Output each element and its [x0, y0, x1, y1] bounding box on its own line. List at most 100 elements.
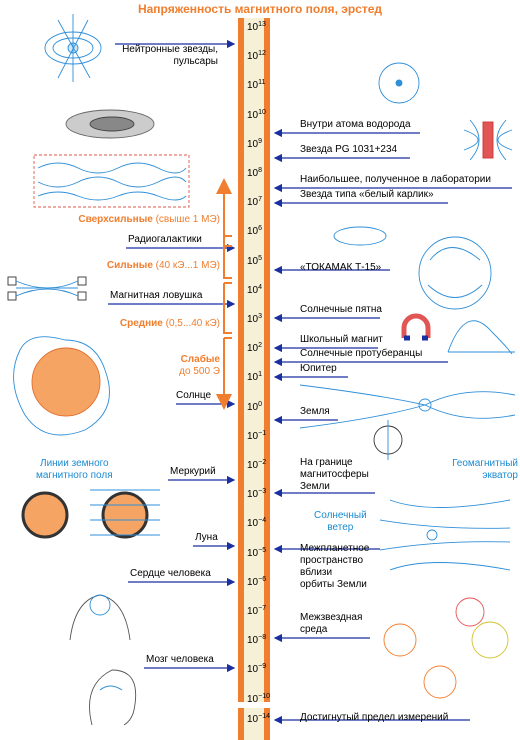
label-earth-lines-1: Линии земного: [40, 458, 109, 469]
earth-field-lines-sketch: [21, 489, 160, 539]
tick-exponent: 13: [258, 21, 266, 28]
tick-base: 10: [247, 664, 259, 676]
label-interplanetary-1: Межпланетное: [300, 543, 370, 554]
category-weak-range: до 500 Э: [179, 366, 220, 377]
label-magnetic-trap: Магнитная ловушка: [110, 290, 203, 301]
tick-label: 1010: [247, 109, 266, 122]
category-strong-name: Сильные: [106, 260, 153, 271]
label-interstellar-2: среда: [300, 624, 328, 635]
label-magnetosphere: На границе магнитосферы Земли: [300, 457, 369, 493]
label-earth: Земля: [300, 406, 330, 417]
category-weak-name: Слабые: [180, 354, 220, 365]
tick-exponent: −6: [258, 575, 267, 583]
tick-base: 10: [247, 80, 259, 92]
solar-wind-sketch: [379, 499, 511, 571]
label-limit: Достигнутый предел измерений: [300, 712, 449, 723]
label-moon: Луна: [195, 532, 218, 543]
tick-base: 10: [247, 255, 259, 267]
chart-title: Напряженность магнитного поля, эрстед: [137, 2, 383, 16]
label-interplanetary-4: орбиты Земли: [300, 579, 367, 590]
earth-magnetosphere-sketch: [299, 384, 516, 460]
tick-label: 1011: [247, 79, 266, 92]
tick-base: 10: [247, 693, 259, 705]
tick-label: 109: [247, 137, 263, 151]
tick-exponent: 12: [258, 50, 266, 58]
tick-base: 10: [247, 460, 259, 471]
label-interplanetary-2: пространство: [300, 555, 364, 566]
medium-bracket: [223, 282, 232, 334]
category-medium-name: Средние: [119, 318, 163, 329]
tick-label: 10−7: [247, 605, 266, 618]
tick-label: 10−10: [247, 692, 270, 706]
tick-exponent: 6: [258, 225, 263, 233]
tick-exponent: 7: [258, 196, 263, 204]
label-neutron: Нейтронные звезды, пульсары: [110, 44, 218, 68]
tick-exponent: 8: [258, 167, 263, 174]
tick-exponent: −8: [258, 634, 267, 642]
interstellar-sketch: [383, 597, 509, 699]
category-brackets: [223, 178, 232, 406]
tick-label: 102: [247, 342, 262, 355]
tick-label: 1013: [247, 21, 266, 34]
label-star-pg: Звезда PG 1031+234: [300, 144, 398, 155]
tick-exponent: −10: [258, 692, 270, 700]
tick-exponent: 1: [258, 371, 263, 379]
tick-base: 10: [247, 138, 259, 150]
label-earth-lines: Линии земного магнитного поля: [36, 458, 113, 482]
label-white-dwarf: Звезда типа «белый карлик»: [300, 189, 434, 200]
label-jupiter: Юпитер: [300, 363, 337, 374]
tick-exponent: −5: [258, 546, 267, 554]
tick-label: 1012: [247, 50, 266, 63]
category-superstrong-range: (свыше 1 МЭ): [152, 214, 220, 225]
label-radiogalaxies: Радиогалактики: [128, 234, 202, 245]
tick-exponent: −14: [258, 713, 270, 720]
category-weak: Слабые до 500 Э: [120, 354, 220, 378]
tick-base: 10: [247, 314, 259, 325]
tick-label: 10−2: [247, 459, 266, 472]
prominence-sketch: [447, 320, 515, 355]
tick-base: 10: [247, 284, 259, 296]
tick-label: 108: [247, 167, 263, 180]
label-lab-max: Наибольшее, полученное в лаборатории: [300, 174, 491, 185]
tick-base: 10: [247, 226, 259, 238]
label-magnetosphere-3: Земли: [300, 481, 330, 492]
neutron-star-sketch: [44, 14, 102, 82]
tick-base: 10: [247, 547, 259, 559]
tick-base: 10: [247, 22, 259, 33]
horseshoe-magnet-sketch: [401, 313, 431, 341]
tick-base: 10: [247, 714, 259, 725]
tick-exponent: 11: [258, 79, 266, 87]
tick-label: 10−5: [247, 546, 267, 560]
label-solar-wind-2: ветер: [327, 522, 354, 533]
label-sunspots: Солнечные пятна: [300, 304, 382, 315]
label-interstellar: Межзвездная среда: [300, 612, 362, 636]
tick-label: 106: [247, 225, 263, 238]
tick-base: 10: [247, 401, 259, 413]
tick-exponent: 9: [258, 137, 263, 145]
tick-label: 10−8: [247, 634, 267, 647]
star-field-sketch: [463, 119, 513, 161]
label-interstellar-1: Межзвездная: [300, 612, 363, 623]
tick-label-bottom: 10−14: [247, 713, 270, 726]
tick-base: 10: [247, 430, 259, 442]
label-brain: Мозг человека: [146, 654, 214, 665]
tick-base: 10: [247, 168, 259, 179]
tick-label: 10−6: [247, 575, 267, 589]
tick-label: 100: [247, 400, 263, 414]
category-medium-range: (0,5...40 кЭ): [162, 318, 220, 329]
sun-field-sketch: [13, 336, 110, 436]
tick-exponent: −4: [258, 517, 267, 525]
tick-exponent: 4: [258, 283, 263, 291]
tick-exponent: 5: [258, 254, 263, 262]
tokamak-sketch: [333, 226, 387, 246]
tick-label: 10−4: [247, 517, 267, 530]
tick-exponent: 3: [258, 313, 263, 320]
tick-exponent: 0: [258, 400, 263, 408]
label-solar-wind: Солнечный ветер: [314, 510, 367, 534]
label-mercury: Меркурий: [170, 466, 216, 477]
tick-base: 10: [247, 197, 259, 209]
category-strong: Сильные (40 кЭ...1 МЭ): [20, 260, 220, 272]
tick-base: 10: [247, 489, 259, 501]
label-geomag-1: Геомагнитный: [452, 458, 518, 469]
